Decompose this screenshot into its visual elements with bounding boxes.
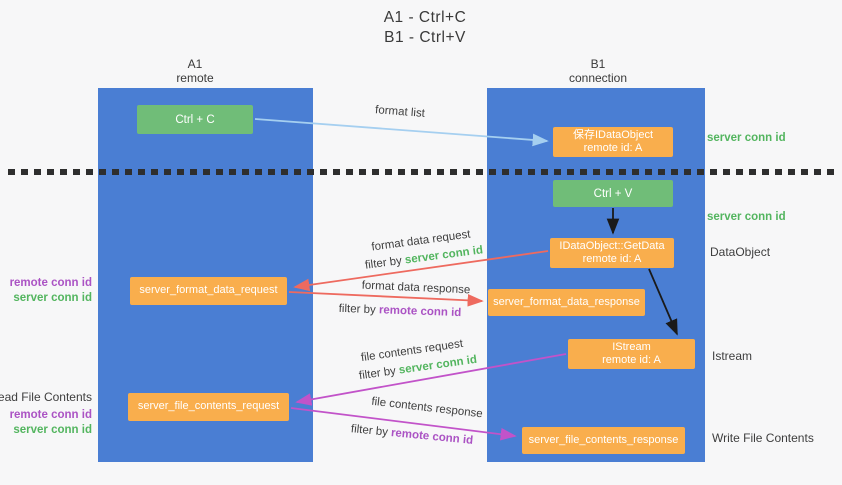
write-file-contents-label: Write File Contents [712,431,814,445]
ctrl-v-box: Ctrl + V [553,180,673,207]
save-idataobject-line1: 保存IDataObject [572,128,654,141]
file-contents-response-arrow [290,407,517,441]
server-file-contents-request-box: server_file_contents_request [128,393,289,421]
istream-side-label: Istream [712,349,753,363]
format-data-response-arrow [288,291,484,307]
server-format-data-request-box: server_format_data_request [130,277,287,305]
dataobject-label: DataObject [710,245,771,259]
filter-by-text: filter by [338,302,380,317]
file-contents-request-arrow [295,353,567,406]
idataobject-getdata-box: IDataObject::GetData remote id: A [550,238,674,268]
server-file-contents-request-label: server_file_contents_request [137,400,280,413]
istream-line1: IStream [612,340,651,353]
server-conn-id-left-1-label: server conn id [13,292,92,304]
column-b1-name: B1 [590,57,606,71]
server-file-contents-response-box: server_file_contents_response [522,427,685,454]
remote-conn-id-left-1-label: remote conn id [9,277,92,289]
save-idataobject-line2: remote id: A [583,142,643,154]
idataobject-getdata-line2: remote id: A [582,253,642,265]
server-conn-id-right-mid-label: server conn id [707,211,786,223]
title-line-1: A1 - Ctrl+C [383,9,467,26]
istream-line2: remote id: A [602,354,661,366]
column-a1-name: A1 [187,57,203,71]
server-format-data-response-label: server_format_data_response [493,295,640,308]
remote-conn-id-left-2-label: remote conn id [9,409,92,421]
server-conn-id-right-top-label: server conn id [707,132,786,144]
format-data-request-arrow [293,250,549,292]
format-list-arrow [254,118,549,147]
idataobject-getdata-line1: IDataObject::GetData [559,239,665,252]
ctrl-c-label: Ctrl + C [175,113,215,126]
column-b1-subtitle: connection [568,71,628,85]
getdata-to-istream-arrow [648,268,678,336]
ctrl-v-label: Ctrl + V [593,187,633,200]
column-header-a1: A1 remote [135,57,255,85]
column-header-b1: B1 connection [538,57,658,85]
istream-box: IStream remote id: A [568,339,695,369]
server-format-data-response-box: server_format_data_response [488,289,645,316]
server-conn-id-left-2-label: server conn id [13,424,92,436]
session-divider-dotted-line [8,169,838,175]
server-format-data-request-label: server_format_data_request [139,284,278,297]
column-a1-subtitle: remote [176,71,214,85]
diagram-title: A1 - Ctrl+C B1 - Ctrl+V [330,8,520,48]
read-file-contents-label: Read File Contents [0,390,92,404]
save-idataobject-box: 保存IDataObject remote id: A [553,127,673,157]
server-file-contents-response-label: server_file_contents_response [528,433,679,446]
title-line-2: B1 - Ctrl+V [384,29,466,46]
ctrl-c-box: Ctrl + C [137,105,253,134]
